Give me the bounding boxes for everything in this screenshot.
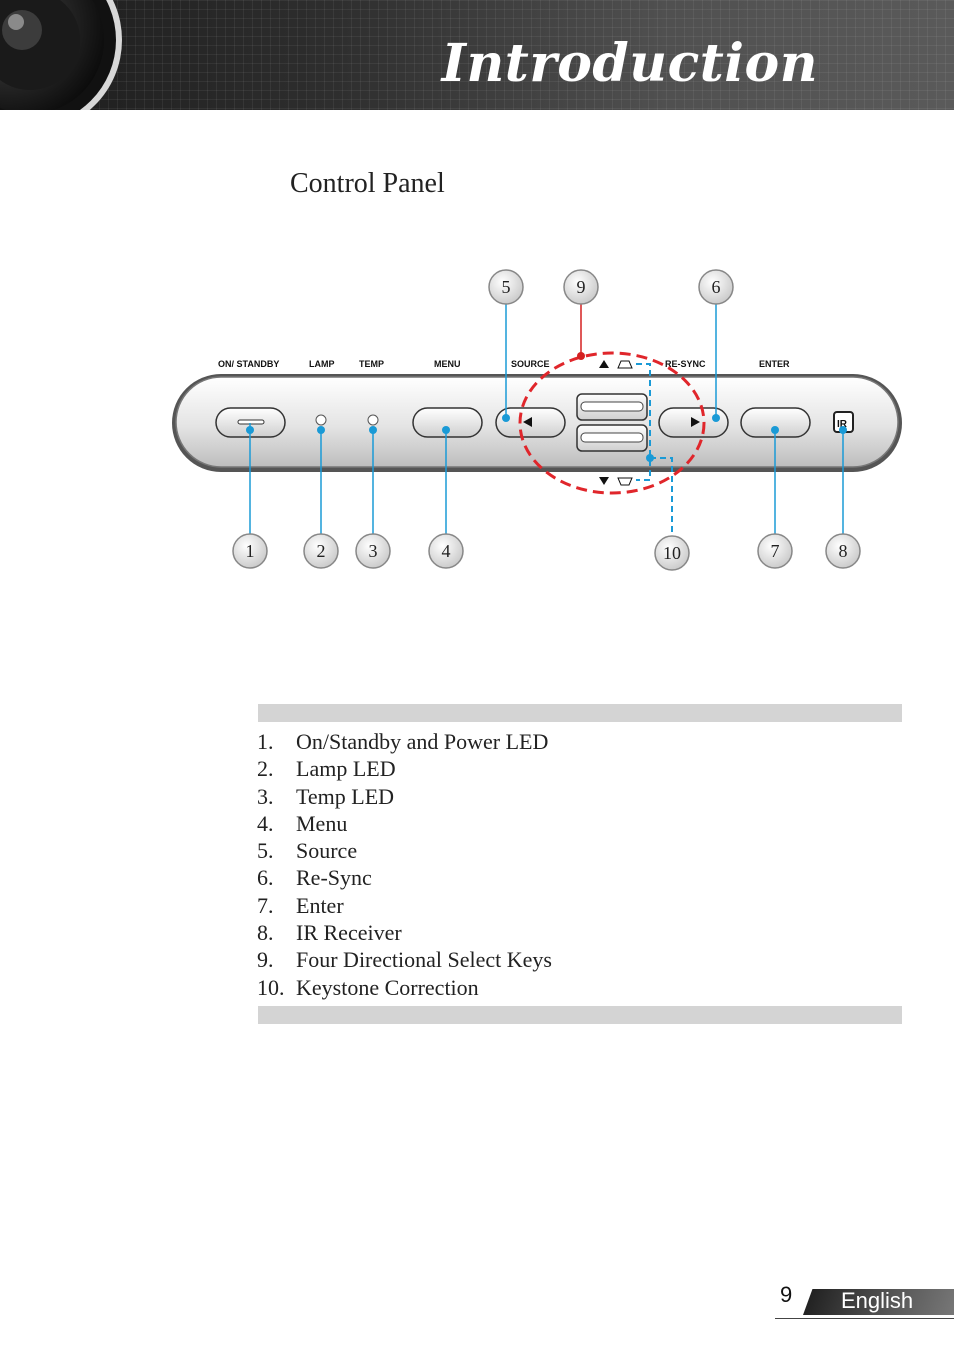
svg-text:5: 5 bbox=[502, 277, 511, 297]
up-arrow-icon bbox=[599, 360, 609, 368]
label-resync: RE-SYNC bbox=[665, 359, 706, 369]
power-led-icon bbox=[237, 419, 265, 425]
page-number: 9 bbox=[780, 1282, 793, 1307]
callout-dot-9 bbox=[577, 352, 585, 360]
label-menu: MENU bbox=[434, 359, 461, 369]
svg-text:3: 3 bbox=[369, 541, 378, 561]
svg-text:4: 4 bbox=[442, 541, 451, 561]
svg-text:9: 9 bbox=[577, 277, 586, 297]
section-title: Control Panel bbox=[290, 168, 445, 199]
svg-text:6: 6 bbox=[712, 277, 721, 297]
right-arrow-icon bbox=[691, 417, 700, 427]
list-item: 7.Enter bbox=[257, 892, 344, 918]
label-source: SOURCE bbox=[511, 359, 550, 369]
svg-text:10: 10 bbox=[663, 543, 681, 563]
keystone-up-icon bbox=[617, 360, 633, 369]
footer-rule bbox=[775, 1318, 954, 1319]
callout-badge-10: 10 bbox=[654, 535, 690, 571]
legend-list: 1.On/Standby and Power LED 2.Lamp LED 3.… bbox=[257, 728, 552, 1001]
legend-top-bar bbox=[258, 704, 902, 722]
callout-dots bbox=[246, 414, 847, 462]
callout-badge-4: 4 bbox=[428, 533, 464, 569]
up-button-inner bbox=[580, 401, 644, 412]
down-arrow-icon bbox=[599, 477, 609, 485]
callout-badge-8: 8 bbox=[825, 533, 861, 569]
footer-language: English bbox=[841, 1288, 914, 1313]
callout-badge-2: 2 bbox=[303, 533, 339, 569]
svg-text:1: 1 bbox=[246, 541, 255, 561]
left-arrow-icon bbox=[523, 417, 532, 427]
temp-led bbox=[367, 414, 379, 426]
callout-badge-7: 7 bbox=[757, 533, 793, 569]
list-item: 2.Lamp LED bbox=[257, 756, 396, 782]
label-temp: TEMP bbox=[359, 359, 384, 369]
callout-badge-9: 9 bbox=[563, 269, 599, 305]
callout-badge-1: 1 bbox=[232, 533, 268, 569]
svg-text:7: 7 bbox=[771, 541, 780, 561]
directional-keys-highlight bbox=[518, 351, 706, 495]
keystone-bracket bbox=[636, 363, 673, 535]
list-item: 10.Keystone Correction bbox=[257, 974, 479, 1000]
down-button-inner bbox=[580, 432, 644, 443]
list-item: 9.Four Directional Select Keys bbox=[257, 947, 552, 973]
header-banner: Introduction bbox=[0, 0, 954, 110]
callout-badge-5: 5 bbox=[488, 269, 524, 305]
ir-receiver-label: IR bbox=[837, 419, 848, 430]
lamp-led bbox=[315, 414, 327, 426]
page-footer: 9 English bbox=[775, 1282, 954, 1320]
list-item: 8.IR Receiver bbox=[257, 920, 402, 946]
label-on-standby: ON/ STANDBY bbox=[218, 359, 279, 369]
list-item: 6.Re-Sync bbox=[257, 865, 372, 891]
svg-text:8: 8 bbox=[839, 541, 848, 561]
callout-badge-6: 6 bbox=[698, 269, 734, 305]
list-item: 3.Temp LED bbox=[257, 783, 395, 809]
list-item: 4.Menu bbox=[257, 810, 348, 836]
legend-bottom-bar bbox=[258, 1006, 902, 1024]
label-lamp: LAMP bbox=[309, 359, 335, 369]
camera-lens-icon bbox=[0, 0, 122, 110]
page-title: Introduction bbox=[441, 33, 818, 94]
list-item: 5.Source bbox=[257, 838, 358, 864]
list-item: 1.On/Standby and Power LED bbox=[257, 729, 549, 754]
header-grid-pattern bbox=[0, 0, 954, 110]
callout-lines bbox=[249, 303, 844, 535]
callout-badge-3: 3 bbox=[355, 533, 391, 569]
menu-button[interactable] bbox=[412, 407, 483, 438]
keystone-down-icon bbox=[617, 477, 633, 486]
label-enter: ENTER bbox=[759, 359, 790, 369]
svg-text:2: 2 bbox=[317, 541, 326, 561]
control-panel-diagram: ON/ STANDBY LAMP TEMP MENU SOURCE RE-SYN… bbox=[172, 269, 902, 571]
